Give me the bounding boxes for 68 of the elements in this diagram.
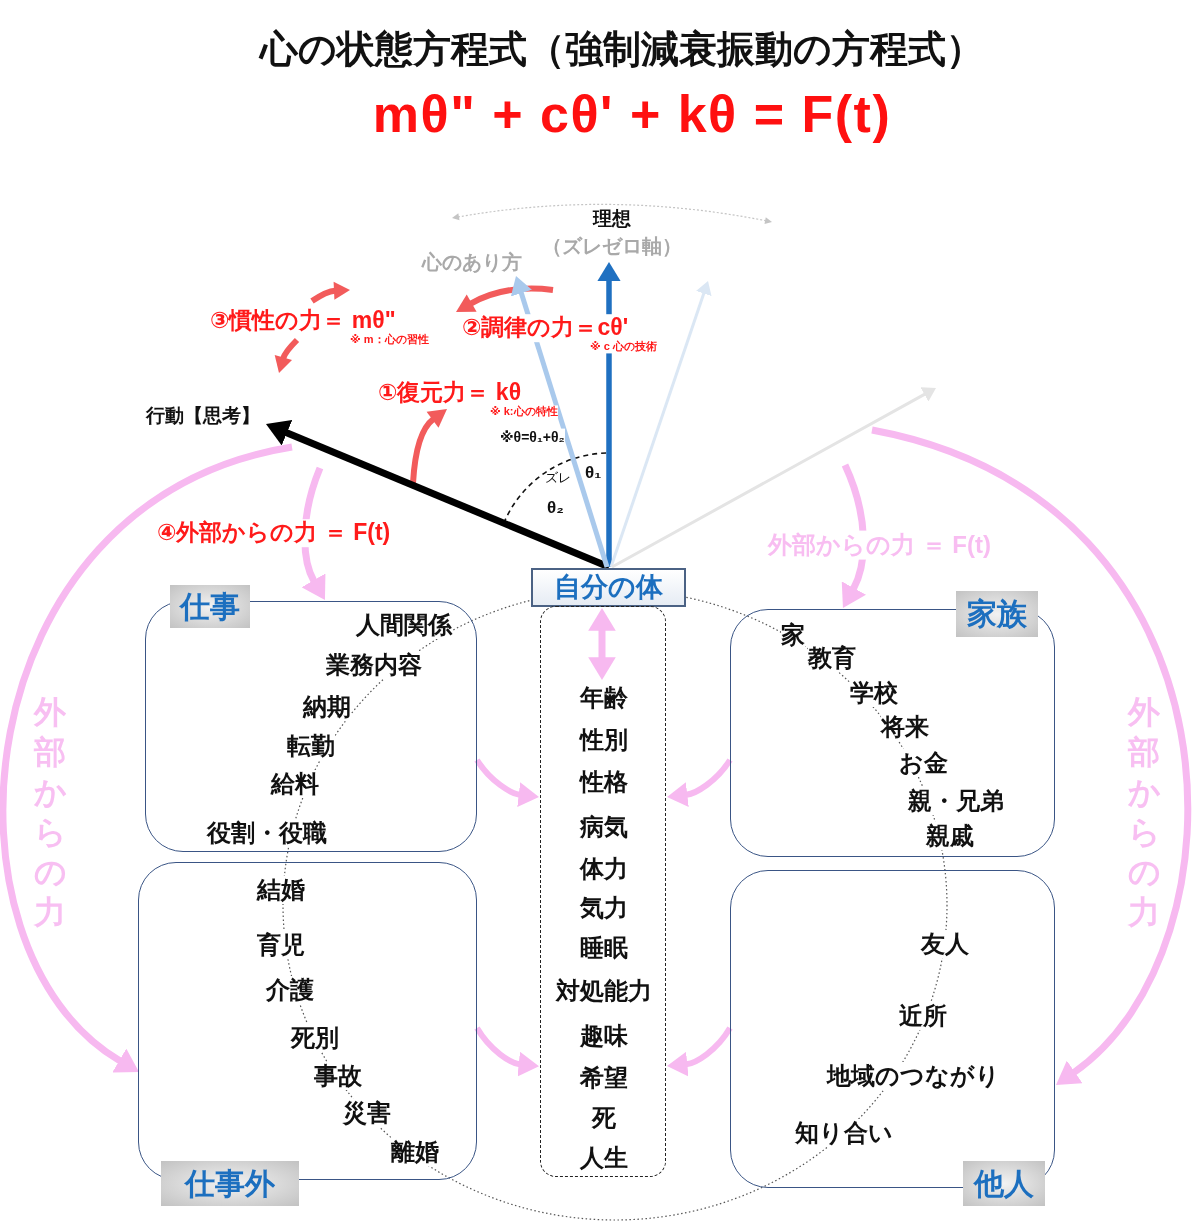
note-text: ※ m：心の習性 — [350, 333, 429, 347]
item-label: 人間関係 — [356, 611, 452, 639]
item-label: 業務内容 — [326, 651, 422, 679]
item-label: 死別 — [291, 1024, 339, 1052]
item-label: 災害 — [343, 1099, 391, 1127]
arrow — [474, 758, 539, 807]
force-label: 外部からの力 ＝ F(t) — [768, 530, 991, 560]
item-label: 性格 — [580, 768, 628, 796]
arrow — [474, 1026, 539, 1077]
heading-tab: 仕事外 — [161, 1161, 299, 1206]
item-label: 家 — [781, 621, 805, 649]
item-label: 学校 — [850, 679, 898, 707]
force-label: ④外部からの力 ＝ F(t) — [157, 519, 391, 547]
arrow — [266, 420, 611, 571]
item-label: お金 — [899, 749, 948, 777]
item-label: 希望 — [580, 1064, 628, 1092]
title: 心の状態方程式（強制減衰振動の方程式） — [260, 27, 984, 73]
double-arrow — [588, 608, 616, 680]
item-label: 給料 — [271, 770, 319, 798]
item-label: 体力 — [580, 855, 628, 883]
arrow — [871, 426, 1192, 1088]
label-box: 自分の体 — [531, 568, 686, 607]
vertical-label: 外部からの力 — [1128, 693, 1160, 932]
item-label: 教育 — [808, 644, 856, 672]
item-label: 転勤 — [287, 732, 335, 760]
angle-label: ズレ — [545, 470, 571, 486]
item-label: 睡眠 — [580, 934, 628, 962]
item-label: 育児 — [257, 931, 305, 959]
heading-tab: 他人 — [963, 1161, 1045, 1206]
item-label: 性別 — [580, 726, 628, 754]
item-label: 結婚 — [257, 876, 305, 904]
arrow — [609, 281, 712, 568]
vertical-label: 外部からの力 — [34, 693, 66, 932]
heading-tab: 家族 — [956, 591, 1038, 637]
item-label: 対処能力 — [556, 977, 652, 1005]
arrow-label: 心のあり方 — [422, 250, 522, 274]
item-label: 納期 — [303, 693, 351, 721]
arrow — [667, 1026, 733, 1077]
item-label: 将来 — [881, 713, 929, 741]
item-label: 役割・役職 — [207, 819, 327, 847]
item-label: 事故 — [314, 1062, 362, 1090]
axis-caption: （ズレゼロ軸） — [542, 234, 682, 259]
arrow — [0, 443, 293, 1075]
heading-tab: 仕事 — [170, 585, 250, 628]
item-label: 近所 — [899, 1002, 947, 1030]
item-label: 気力 — [580, 894, 628, 922]
note-text: ※ c 心の技術 — [590, 340, 657, 354]
item-label: 人生 — [580, 1144, 628, 1172]
angle-label: θ₂ — [547, 497, 564, 519]
arrow — [611, 387, 936, 569]
dashed-box — [540, 606, 666, 1177]
axis-label: 理想 — [593, 207, 631, 231]
item-label: 年齢 — [580, 684, 628, 712]
arrow — [667, 758, 733, 807]
item-label: 知り合い — [795, 1119, 893, 1147]
angle-label: θ₁ — [585, 462, 602, 484]
arrow — [510, 275, 610, 568]
equation: mθ" + cθ' + kθ = F(t) — [372, 83, 892, 145]
item-label: 離婚 — [391, 1138, 439, 1166]
item-label: 趣味 — [580, 1022, 628, 1050]
note-text: ※ k:心の特性 — [490, 405, 558, 419]
item-label: 病気 — [580, 813, 628, 841]
arrow-label: 行動【思考】 — [146, 404, 260, 428]
item-label: 親戚 — [926, 822, 974, 850]
item-label: 友人 — [921, 930, 969, 958]
item-label: 死 — [592, 1104, 616, 1132]
item-label: 介護 — [266, 976, 314, 1004]
item-label: 親・兄弟 — [908, 787, 1004, 815]
